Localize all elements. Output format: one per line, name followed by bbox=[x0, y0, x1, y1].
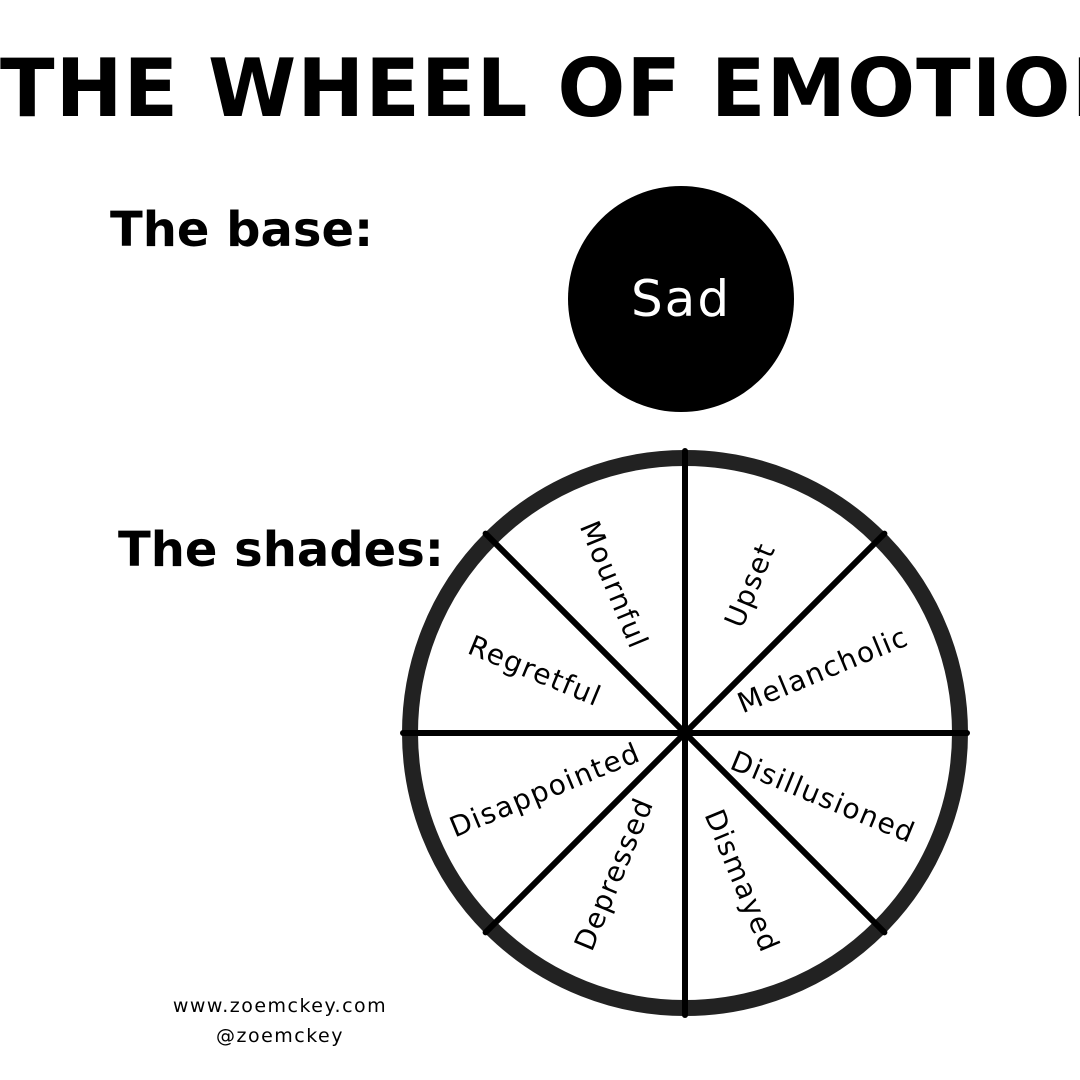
wheel-spoke bbox=[482, 530, 888, 936]
base-emotion-text: Sad bbox=[630, 270, 732, 328]
wheel-spokes bbox=[400, 448, 970, 1018]
page-title: THE WHEEL OF EMOTIONS bbox=[0, 42, 1080, 135]
shades-label: The shades: bbox=[118, 522, 444, 578]
base-emotion-circle: Sad bbox=[568, 186, 794, 412]
base-label: The base: bbox=[110, 202, 374, 258]
footer-handle[interactable]: @zoemckey bbox=[215, 1025, 344, 1047]
footer-website[interactable]: www.zoemckey.com bbox=[172, 995, 388, 1017]
